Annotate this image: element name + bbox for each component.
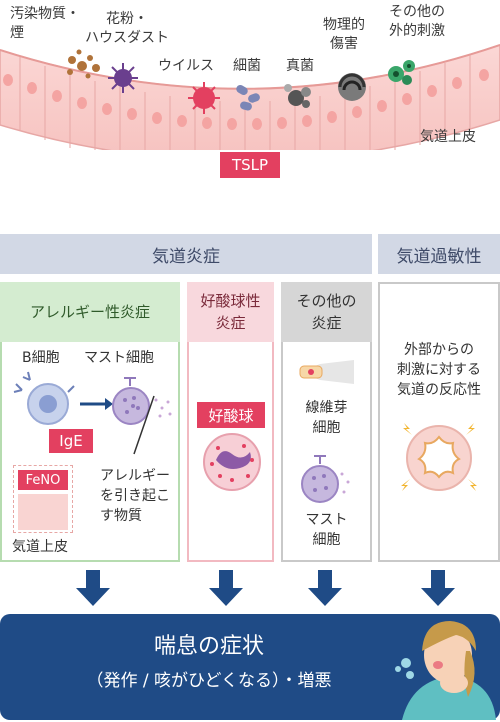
feno-epithelium-box: FeNO xyxy=(13,465,73,533)
down-arrow-icon xyxy=(421,570,455,606)
virus-icon xyxy=(188,82,220,114)
ige-badge: IgE xyxy=(49,429,93,453)
feno-badge: FeNO xyxy=(18,470,68,490)
other-mast-cell-label: マスト 細胞 xyxy=(305,512,348,548)
other-stimuli-icon xyxy=(388,60,415,85)
trigger-pollen: 花粉・ ハウスダスト xyxy=(85,11,169,46)
other-mast-cell-icon xyxy=(301,455,350,503)
down-arrows xyxy=(76,570,455,606)
pollen-icon xyxy=(108,63,138,93)
trigger-virus: ウイルス xyxy=(158,58,214,74)
bacteria-icon xyxy=(236,85,260,111)
trigger-bacteria: 細菌 xyxy=(233,58,261,74)
airway-cross-section-icon xyxy=(401,423,477,491)
airway-inflammation-header: 気道炎症 xyxy=(0,234,372,274)
down-arrow-icon xyxy=(308,570,342,606)
epithelium-nuclei xyxy=(3,69,489,130)
physical-injury-icon xyxy=(338,73,366,101)
fungi-icon xyxy=(284,84,311,108)
trigger-other: その他の 外的刺激 xyxy=(389,4,445,39)
hyperresponsiveness-panel xyxy=(378,282,500,562)
airway-epithelium-illustration xyxy=(0,44,500,150)
allergic-inflammation-title: アレルギー性炎症 xyxy=(0,282,180,342)
asthma-symptoms-subtitle: （発作 / 咳がひどくなる）・増悪 xyxy=(86,671,332,691)
tslp-badge: TSLP xyxy=(220,152,280,178)
airway-hyperresponsiveness-header: 気道過敏性 xyxy=(378,234,500,274)
other-inflammation-title: その他の 炎症 xyxy=(281,282,372,342)
trigger-pollutants: 汚染物質・ 煙 xyxy=(10,6,80,41)
epithelium-cells-icon xyxy=(18,494,68,530)
b-cell-label: B細胞 xyxy=(22,350,60,366)
eosinophilic-inflammation-title: 好酸球性 炎症 xyxy=(187,282,274,342)
eosinophil-badge: 好酸球 xyxy=(197,402,265,428)
il25-label: IL-25※5 xyxy=(214,180,269,199)
coughing-person-icon xyxy=(395,621,496,720)
fibroblast-label: 線維芽 細胞 xyxy=(305,400,348,436)
epithelium-label: 気道上皮 xyxy=(420,129,476,145)
feno-epithelium-label: 気道上皮 xyxy=(12,539,68,555)
asthma-symptoms-title: 喘息の症状 xyxy=(153,634,264,659)
epithelium-cell-walls xyxy=(19,55,471,150)
eosinophil-icon xyxy=(203,433,261,491)
pollutant-particles-icon xyxy=(67,49,100,79)
down-arrow-icon xyxy=(76,570,110,606)
il33-label: IL-33※5 xyxy=(214,203,269,222)
trigger-fungi: 真菌 xyxy=(286,58,314,74)
fibroblast-icon xyxy=(299,360,354,384)
down-arrow-icon xyxy=(209,570,243,606)
allergen-note: アレルギー を引き起こ す物質 xyxy=(100,468,170,524)
hyperresponsiveness-text: 外部からの 刺激に対する 気道の反応性 xyxy=(397,342,481,398)
allergic-cells-illustration xyxy=(13,371,172,425)
trigger-physical: 物理的 傷害 xyxy=(323,17,365,52)
mast-cell-label: マスト細胞 xyxy=(84,350,154,366)
